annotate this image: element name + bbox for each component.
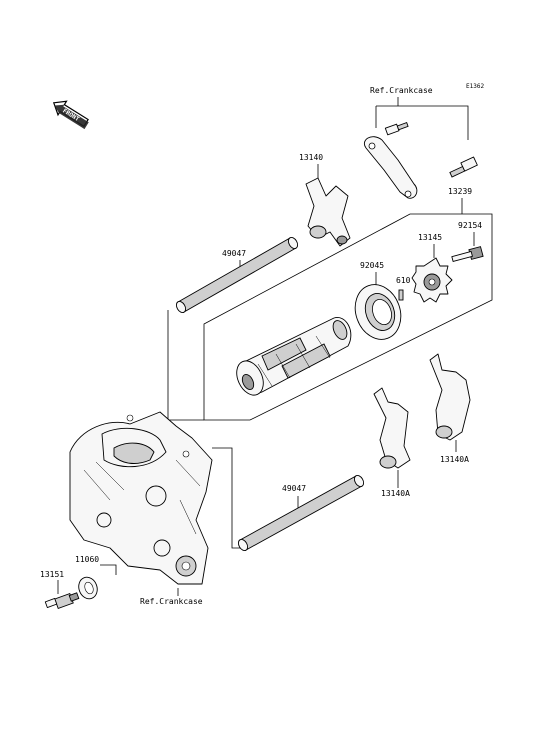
shift-rod-lower bbox=[237, 474, 365, 552]
bracket-plate bbox=[364, 136, 418, 199]
label-ref-crankcase-top: Ref.Crankcase bbox=[370, 86, 433, 95]
washer-11060 bbox=[78, 576, 98, 600]
bolt-side bbox=[449, 156, 478, 178]
label-13239: 13239 bbox=[448, 187, 472, 196]
label-13140-top: 13140 bbox=[299, 153, 323, 162]
leader-11060 bbox=[100, 564, 117, 575]
frame-49047-lower bbox=[212, 447, 240, 549]
label-13151: 13151 bbox=[40, 570, 64, 579]
leader-ref-crankcase-top bbox=[375, 97, 469, 140]
label-ref-crankcase-bottom: Ref.Crankcase bbox=[140, 597, 203, 606]
shift-fork-13140a-right bbox=[429, 353, 471, 441]
label-92154: 92154 bbox=[458, 221, 482, 230]
crankcase-housing bbox=[69, 411, 213, 585]
leader-49047-frame bbox=[167, 310, 204, 421]
sensor-13151 bbox=[44, 592, 80, 610]
label-13140a-left: 13140A bbox=[381, 489, 410, 498]
label-11060: 11060 bbox=[75, 555, 99, 564]
front-arrow-icon: FRONT bbox=[52, 100, 89, 130]
shift-drum bbox=[236, 317, 352, 396]
label-49047-lower: 49047 bbox=[282, 484, 306, 493]
label-49047-upper: 49047 bbox=[222, 249, 246, 258]
diagram-code: E1362 bbox=[466, 83, 484, 90]
shift-cam-13145 bbox=[411, 257, 453, 303]
shift-fork-13140a-left bbox=[373, 387, 411, 469]
label-92045: 92045 bbox=[360, 261, 384, 270]
shift-fork-top bbox=[305, 177, 351, 247]
bolt-92154 bbox=[451, 246, 484, 262]
shift-rod-upper bbox=[175, 236, 299, 314]
bolt-top bbox=[384, 122, 409, 136]
label-610: 610 bbox=[396, 276, 411, 285]
label-13145: 13145 bbox=[418, 233, 442, 242]
label-13140a-right: 13140A bbox=[440, 455, 469, 464]
bearing-92045 bbox=[354, 284, 402, 340]
pin-610 bbox=[398, 289, 404, 301]
